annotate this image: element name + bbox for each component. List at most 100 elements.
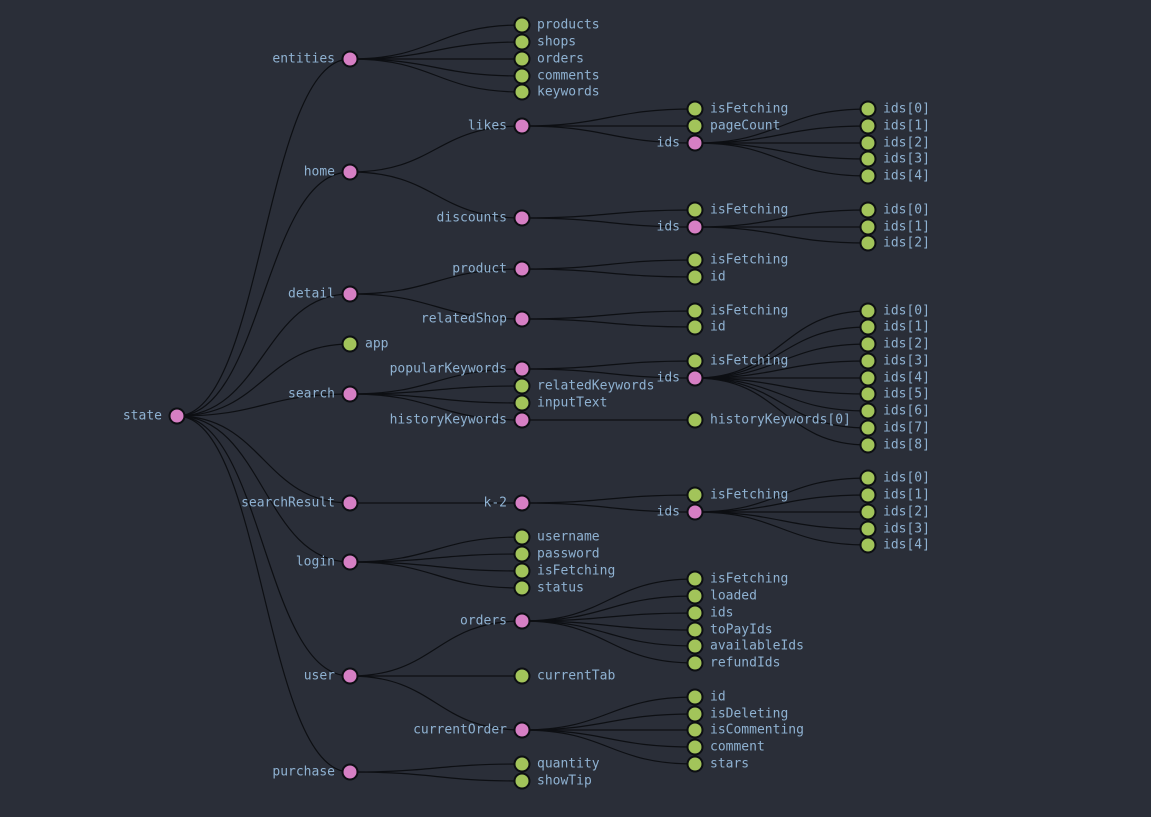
tree-node-keywords[interactable]: keywords — [513, 83, 600, 101]
leaf-node-marker[interactable] — [513, 67, 531, 85]
tree-node-comment[interactable]: comment — [686, 738, 765, 756]
branch-node-marker[interactable] — [686, 503, 704, 521]
tree-node-ids-0[interactable]: ids[0] — [859, 302, 930, 320]
branch-node-marker[interactable] — [168, 407, 186, 425]
leaf-node-marker[interactable] — [859, 385, 877, 403]
tree-node-stars[interactable]: stars — [686, 755, 750, 773]
leaf-node-marker[interactable] — [686, 705, 704, 723]
branch-node-marker[interactable] — [513, 260, 531, 278]
tree-node-ids-2[interactable]: ids[2] — [859, 134, 930, 152]
branch-node-marker[interactable] — [341, 494, 359, 512]
branch-node-marker[interactable] — [513, 612, 531, 630]
branch-node-marker[interactable] — [341, 285, 359, 303]
tree-node-is-commenting[interactable]: isCommenting — [686, 721, 804, 739]
leaf-node-marker[interactable] — [686, 621, 704, 639]
leaf-node-marker[interactable] — [859, 419, 877, 437]
tree-node-is-fetching[interactable]: isFetching — [686, 251, 789, 269]
leaf-node-marker[interactable] — [686, 302, 704, 320]
leaf-node-marker[interactable] — [513, 667, 531, 685]
leaf-node-marker[interactable] — [686, 688, 704, 706]
tree-node-orders[interactable]: orders — [460, 612, 531, 630]
tree-node-ids-4[interactable]: ids[4] — [859, 536, 930, 554]
tree-node-id[interactable]: id — [686, 318, 726, 336]
tree-node-ids-3[interactable]: ids[3] — [859, 520, 930, 538]
leaf-node-marker[interactable] — [686, 486, 704, 504]
tree-node-ids-2[interactable]: ids[2] — [859, 335, 930, 353]
tree-node-username[interactable]: username — [513, 528, 600, 546]
leaf-node-marker[interactable] — [513, 83, 531, 101]
tree-node-is-fetching[interactable]: isFetching — [686, 201, 789, 219]
tree-node-ids-7[interactable]: ids[7] — [859, 419, 930, 437]
tree-node-history-keywords-0[interactable]: historyKeywords[0] — [686, 411, 851, 429]
branch-node-marker[interactable] — [513, 209, 531, 227]
tree-node-k-2[interactable]: k-2 — [484, 494, 531, 512]
branch-node-marker[interactable] — [513, 494, 531, 512]
tree-node-discounts[interactable]: discounts — [437, 209, 531, 227]
tree-node-show-tip[interactable]: showTip — [513, 772, 592, 790]
leaf-node-marker[interactable] — [859, 536, 877, 554]
leaf-node-marker[interactable] — [859, 520, 877, 538]
tree-node-popular-keywords[interactable]: popularKeywords — [390, 360, 531, 378]
leaf-node-marker[interactable] — [859, 503, 877, 521]
branch-node-marker[interactable] — [513, 411, 531, 429]
leaf-node-marker[interactable] — [859, 234, 877, 252]
tree-node-page-count[interactable]: pageCount — [686, 117, 781, 135]
leaf-node-marker[interactable] — [513, 377, 531, 395]
tree-node-likes[interactable]: likes — [468, 117, 531, 135]
branch-node-marker[interactable] — [513, 117, 531, 135]
tree-node-refund-ids[interactable]: refundIds — [686, 654, 781, 672]
tree-node-state[interactable]: state — [123, 407, 186, 425]
tree-node-ids-1[interactable]: ids[1] — [859, 318, 930, 336]
branch-node-marker[interactable] — [341, 385, 359, 403]
leaf-node-marker[interactable] — [859, 469, 877, 487]
leaf-node-marker[interactable] — [686, 100, 704, 118]
branch-node-marker[interactable] — [513, 310, 531, 328]
tree-node-products[interactable]: products — [513, 16, 600, 34]
tree-node-current-order[interactable]: currentOrder — [413, 721, 531, 739]
tree-node-available-ids[interactable]: availableIds — [686, 637, 804, 655]
tree-node-is-fetching[interactable]: isFetching — [686, 100, 789, 118]
tree-node-related-shop[interactable]: relatedShop — [421, 310, 531, 328]
tree-node-ids-5[interactable]: ids[5] — [859, 385, 930, 403]
leaf-node-marker[interactable] — [513, 579, 531, 597]
leaf-node-marker[interactable] — [341, 335, 359, 353]
leaf-node-marker[interactable] — [686, 318, 704, 336]
leaf-node-marker[interactable] — [686, 352, 704, 370]
branch-node-marker[interactable] — [513, 360, 531, 378]
tree-node-search-result[interactable]: searchResult — [241, 494, 359, 512]
leaf-node-marker[interactable] — [859, 369, 877, 387]
leaf-node-marker[interactable] — [686, 411, 704, 429]
tree-node-to-pay-ids[interactable]: toPayIds — [686, 621, 773, 639]
leaf-node-marker[interactable] — [686, 604, 704, 622]
tree-node-ids-3[interactable]: ids[3] — [859, 150, 930, 168]
leaf-node-marker[interactable] — [513, 772, 531, 790]
tree-node-login[interactable]: login — [296, 553, 359, 571]
leaf-node-marker[interactable] — [513, 16, 531, 34]
tree-node-ids-2[interactable]: ids[2] — [859, 503, 930, 521]
tree-node-ids-1[interactable]: ids[1] — [859, 218, 930, 236]
tree-node-ids[interactable]: ids — [686, 604, 734, 622]
tree-node-orders[interactable]: orders — [513, 50, 584, 68]
tree-node-quantity[interactable]: quantity — [513, 755, 600, 773]
leaf-node-marker[interactable] — [686, 738, 704, 756]
tree-node-app[interactable]: app — [341, 335, 389, 353]
leaf-node-marker[interactable] — [859, 150, 877, 168]
branch-node-marker[interactable] — [686, 134, 704, 152]
branch-node-marker[interactable] — [341, 50, 359, 68]
tree-node-ids-4[interactable]: ids[4] — [859, 167, 930, 185]
leaf-node-marker[interactable] — [686, 587, 704, 605]
branch-node-marker[interactable] — [341, 553, 359, 571]
leaf-node-marker[interactable] — [686, 637, 704, 655]
tree-node-ids-2[interactable]: ids[2] — [859, 234, 930, 252]
leaf-node-marker[interactable] — [859, 134, 877, 152]
tree-node-input-text[interactable]: inputText — [513, 394, 608, 412]
tree-node-ids-4[interactable]: ids[4] — [859, 369, 930, 387]
leaf-node-marker[interactable] — [859, 436, 877, 454]
tree-node-is-fetching[interactable]: isFetching — [686, 302, 789, 320]
leaf-node-marker[interactable] — [513, 394, 531, 412]
leaf-node-marker[interactable] — [513, 33, 531, 51]
branch-node-marker[interactable] — [341, 763, 359, 781]
branch-node-marker[interactable] — [341, 667, 359, 685]
leaf-node-marker[interactable] — [859, 352, 877, 370]
tree-node-ids-3[interactable]: ids[3] — [859, 352, 930, 370]
